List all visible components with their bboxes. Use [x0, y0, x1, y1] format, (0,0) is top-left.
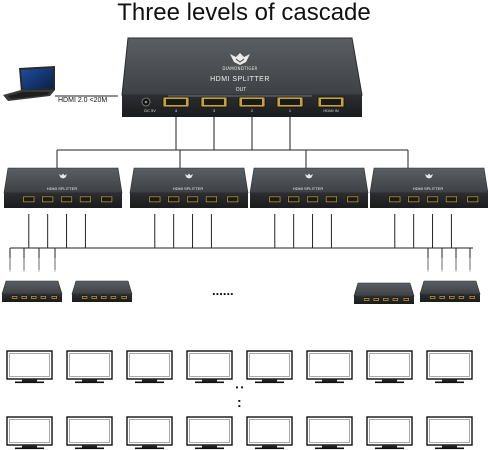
monitor-icon	[126, 416, 173, 450]
monitor-grid	[6, 350, 473, 450]
source-caption: HDMI 2.0 <20M	[58, 97, 108, 104]
main-in-label: HDMI IN	[323, 108, 339, 113]
monitor-ellipsis: :	[233, 385, 249, 390]
distribution-bus	[9, 214, 473, 272]
level2-splitters	[3, 167, 488, 208]
hdmi-ports	[363, 297, 410, 302]
hdmi-ports	[268, 195, 359, 203]
hdmi-ports	[148, 195, 239, 203]
level2-label-1: HDMI SPLITTER	[46, 186, 78, 191]
monitor-icon	[186, 350, 233, 384]
monitor-icon	[426, 350, 473, 384]
tiger-logo-icon	[185, 173, 193, 179]
laptop-source	[3, 66, 118, 101]
tiger-logo-icon	[230, 53, 250, 65]
hdmi-ports	[388, 195, 479, 203]
hdmi-ports	[81, 295, 128, 300]
main-out-label: OUT	[235, 87, 247, 93]
monitor-icon	[246, 416, 293, 450]
hdmi-ports	[11, 295, 58, 300]
level2-label-3: HDMI SPLITTER	[292, 186, 324, 191]
level2-splitter-3	[249, 167, 369, 208]
monitor-icon	[6, 350, 53, 384]
monitor-icon	[186, 416, 233, 450]
level3-ellipsis: ......	[212, 283, 234, 298]
hdmi-ports	[429, 295, 476, 300]
level2-label-2: HDMI SPLITTER	[172, 186, 204, 191]
level2-splitter-1	[3, 167, 123, 208]
main-brand-label: DIAMONDTIGER	[222, 66, 258, 71]
tiger-logo-icon	[59, 173, 67, 179]
main-splitter-label: HDMI SPLITTER	[210, 76, 270, 83]
tiger-logo-icon	[425, 173, 433, 179]
level3-splitter-2	[71, 280, 133, 302]
main-port-number-3: 3	[212, 108, 216, 113]
main-in-port	[317, 96, 345, 108]
main-port-number-4: 4	[174, 108, 178, 113]
main-power-label: DC 5V	[144, 108, 156, 113]
level3-splitters	[1, 280, 481, 304]
monitor-icon	[366, 416, 413, 450]
level2-label-4: HDMI SPLITTER	[412, 186, 444, 191]
level3-splitter-4	[419, 280, 481, 302]
tiger-logo-icon	[305, 173, 313, 179]
monitor-icon	[66, 416, 113, 450]
monitor-icon	[66, 350, 113, 384]
monitor-icon	[6, 416, 53, 450]
level3-splitter-3	[353, 282, 415, 304]
main-port-number-2: 2	[250, 108, 254, 113]
level2-splitter-4	[369, 167, 488, 208]
level2-splitter-2	[129, 167, 249, 208]
main-out-ports	[162, 96, 304, 108]
monitor-icon	[366, 350, 413, 384]
monitor-icon	[126, 350, 173, 384]
monitor-icon	[306, 350, 353, 384]
monitor-ellipsis-2: :	[237, 394, 242, 410]
hdmi-ports	[22, 195, 113, 203]
diagram-title: Three levels of cascade	[117, 0, 371, 26]
power-jack	[141, 97, 151, 107]
monitor-icon	[246, 350, 293, 384]
monitor-icon	[426, 416, 473, 450]
main-splitter	[121, 37, 363, 117]
monitor-icon	[306, 416, 353, 450]
level3-splitter-1	[1, 280, 63, 302]
trunk-lines	[56, 117, 409, 168]
main-port-number-1: 1	[288, 108, 292, 113]
